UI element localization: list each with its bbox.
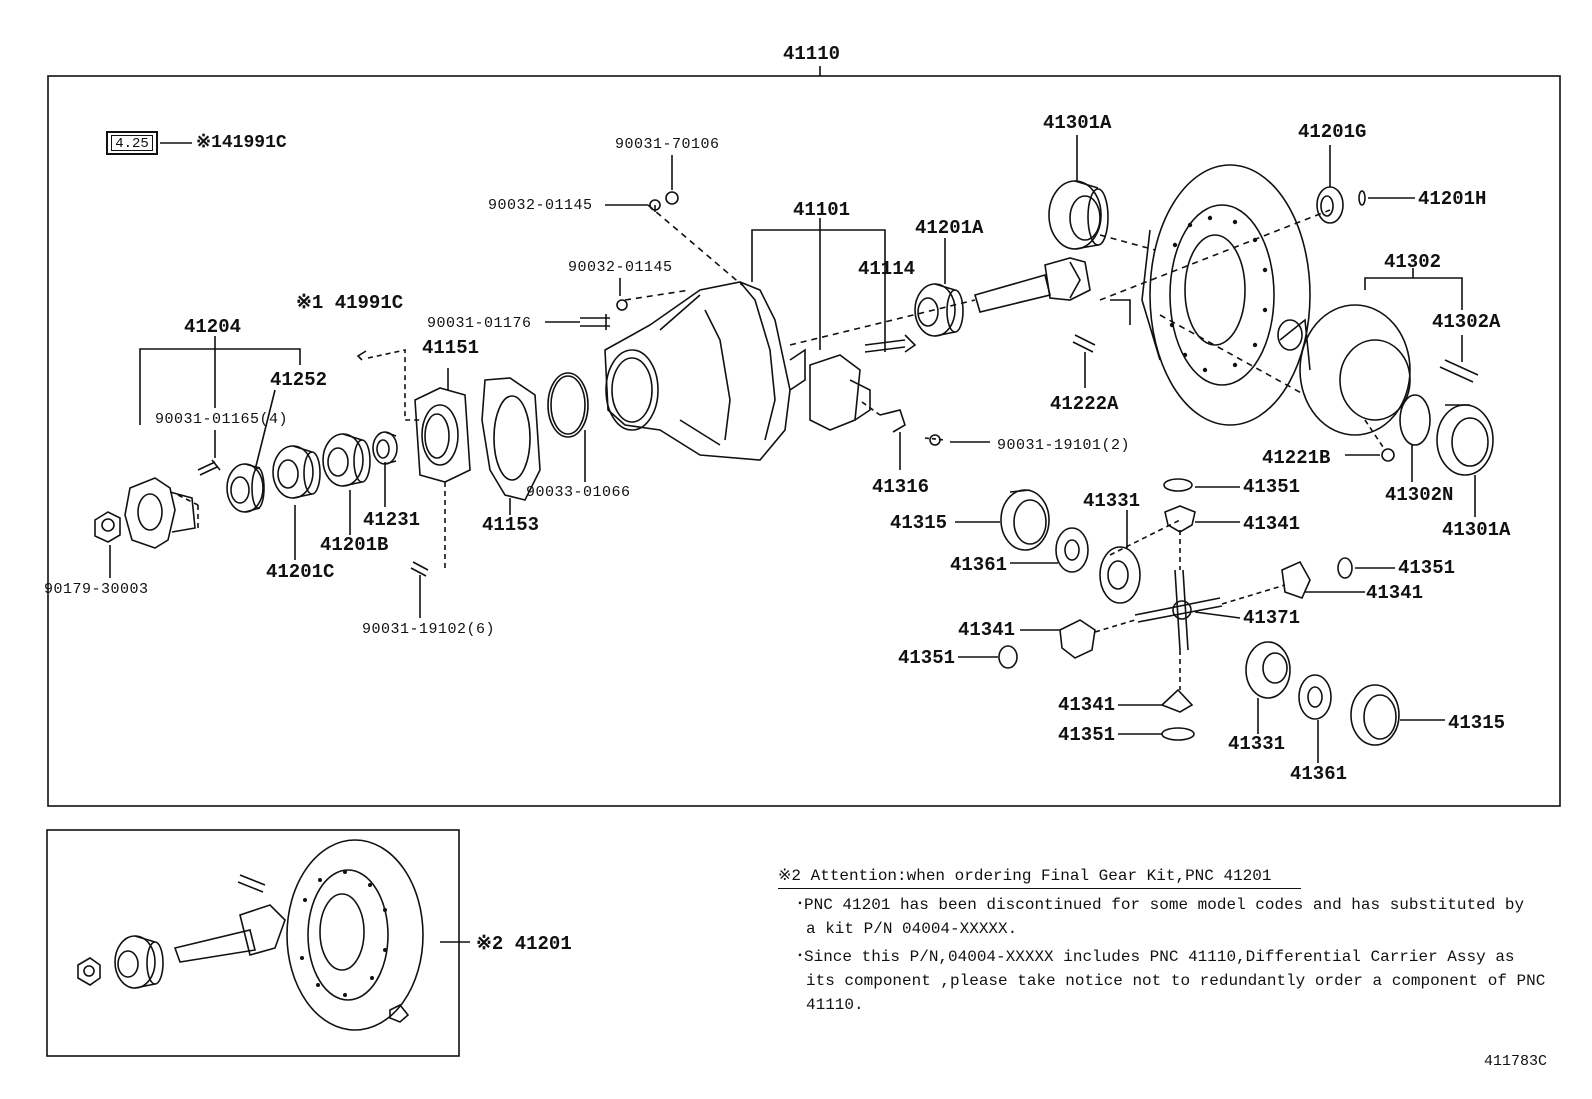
label-90032-01145-upper: 90032-01145 <box>488 197 593 214</box>
label-90032-01145-lower: 90032-01145 <box>568 259 673 276</box>
kit-drawing <box>77 839 470 1031</box>
bearing-cap <box>809 354 871 431</box>
attention-notes: ※2 Attention:when ordering Final Gear Ki… <box>778 864 1568 1017</box>
label-90033-01066: 90033-01066 <box>526 484 631 501</box>
bearing-41301A-top <box>1048 180 1109 250</box>
label-kit-ref-top: ※141991C <box>196 133 287 153</box>
label-41110: 41110 <box>783 43 841 65</box>
differential-case <box>1277 304 1411 436</box>
nut-90179 <box>94 511 121 543</box>
o-ring-90033 <box>547 372 589 438</box>
label-41361-left: 41361 <box>950 554 1008 576</box>
thrust-washer-41361-left <box>1055 527 1089 573</box>
companion-flange <box>124 477 199 549</box>
label-41341-a: 41341 <box>1243 513 1301 535</box>
thrust-washer-41361-right <box>1298 674 1332 720</box>
label-41341-c: 41341 <box>958 619 1016 641</box>
side-bearing-adjust-41315-right <box>1350 684 1400 746</box>
label-41201C: 41201C <box>266 561 335 583</box>
label-41301A-bottom: 41301A <box>1442 519 1511 541</box>
box-425: 4.25 <box>106 131 158 155</box>
washer-41351-d <box>1161 727 1195 741</box>
label-41351-a: 41351 <box>1243 476 1301 498</box>
label-41301A-top: 41301A <box>1043 112 1112 134</box>
label-41201A: 41201A <box>915 217 984 239</box>
pinion-41341-a <box>1164 505 1196 533</box>
spacer-41231 <box>372 431 398 465</box>
label-41201-kit: ※2 41201 <box>476 933 572 955</box>
side-bearing-adjust-41315-left <box>1000 489 1050 551</box>
gasket-41153 <box>481 377 541 501</box>
label-41361-right: 41361 <box>1290 763 1348 785</box>
notes-paragraph-2: ･Since this P/N,04004-XXXXX includes PNC… <box>796 948 1546 1014</box>
label-41351-d: 41351 <box>1058 724 1116 746</box>
pinion-41341-d <box>1160 688 1194 713</box>
label-41351-c: 41351 <box>898 647 956 669</box>
label-41315-right: 41315 <box>1448 712 1506 734</box>
washer-41302N <box>1399 394 1431 446</box>
pinion-41341-b <box>1281 560 1311 600</box>
bearing-41201C <box>272 445 321 499</box>
box-425-value: 4.25 <box>111 135 153 152</box>
label-41341-d: 41341 <box>1058 694 1116 716</box>
label-90031-19102: 90031-19102(6) <box>362 621 496 638</box>
bearing-41301A-bottom <box>1436 404 1494 476</box>
bearing-41201G <box>1316 186 1344 224</box>
label-41331-bottom: 41331 <box>1228 733 1286 755</box>
kit-frame <box>46 829 460 1057</box>
side-gear-41331-bottom <box>1245 641 1291 699</box>
oil-seal-41252 <box>226 463 265 513</box>
label-41101: 41101 <box>793 199 851 221</box>
label-41201B: 41201B <box>320 534 389 556</box>
side-gear-41331-top <box>1099 546 1141 604</box>
drive-pinion <box>974 257 1091 313</box>
figure-code: 411783C <box>1484 1053 1548 1070</box>
retainer-41151 <box>414 368 471 483</box>
carrier-housing-41101 <box>604 281 806 461</box>
label-41351-b: 41351 <box>1398 557 1456 579</box>
label-41341-b: 41341 <box>1366 582 1424 604</box>
label-90179-30003: 90179-30003 <box>44 581 149 598</box>
label-41201G: 41201G <box>1298 121 1367 143</box>
washer-41351-a <box>1163 478 1193 492</box>
label-41331-top: 41331 <box>1083 490 1141 512</box>
washer-41351-b <box>1337 557 1353 579</box>
label-41231: 41231 <box>363 509 421 531</box>
washer-41351-c <box>998 645 1018 669</box>
label-41371: 41371 <box>1243 607 1301 629</box>
label-41316: 41316 <box>872 476 930 498</box>
label-41991C: ※1 41991C <box>296 292 404 314</box>
label-41151: 41151 <box>422 337 480 359</box>
label-41114: 41114 <box>858 258 916 280</box>
label-41252: 41252 <box>270 369 328 391</box>
notes-heading: ※2 Attention:when ordering Final Gear Ki… <box>778 864 1302 889</box>
label-41315-left: 41315 <box>890 512 948 534</box>
label-41302: 41302 <box>1384 251 1442 273</box>
pinion-41341-c <box>1059 619 1096 659</box>
ring-gear <box>1141 164 1311 426</box>
label-90031-01176: 90031-01176 <box>427 315 532 332</box>
bolt-90031-01165 <box>197 459 221 476</box>
notes-paragraph-1: ･PNC 41201 has been discontinued for som… <box>796 896 1525 938</box>
label-90031-19101: 90031-19101(2) <box>997 437 1131 454</box>
label-90031-01165: 90031-01165(4) <box>155 411 289 428</box>
label-41302A: 41302A <box>1432 311 1501 333</box>
label-41221B: 41221B <box>1262 447 1331 469</box>
label-41201H: 41201H <box>1418 188 1487 210</box>
label-41153: 41153 <box>482 514 540 536</box>
bearing-41201B <box>322 433 371 487</box>
pinion-shaft-41371 <box>1134 569 1223 651</box>
label-41204: 41204 <box>184 316 242 338</box>
label-90031-70106: 90031-70106 <box>615 136 720 153</box>
bearing-41201A <box>914 283 964 337</box>
label-41222A: 41222A <box>1050 393 1119 415</box>
assembly-frame <box>47 75 1561 807</box>
label-41302N: 41302N <box>1385 484 1454 506</box>
